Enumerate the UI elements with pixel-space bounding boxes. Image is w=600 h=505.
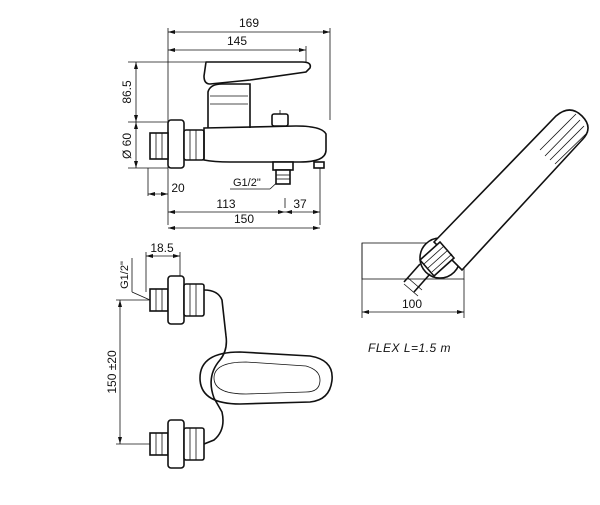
- dim-lever-reach: 145: [227, 34, 247, 48]
- dim-spout-length: 150: [234, 212, 254, 226]
- dim-spout-tip: 37: [293, 197, 307, 211]
- dim-wall-offset: 18.5: [150, 241, 174, 255]
- hose-note: FLEX L=1.5 m: [368, 341, 451, 355]
- dim-height-top: 86.5: [120, 80, 134, 104]
- dim-diameter: Ø 60: [120, 133, 134, 159]
- dim-holder-width: 100: [402, 297, 422, 311]
- mixer-front-view: 18.5 G1/2" 150 ±20: [105, 241, 333, 469]
- label-thread-side: G1/2": [119, 261, 131, 289]
- dim-center-distance: 150 ±20: [105, 350, 119, 394]
- label-thread-top: G1/2": [233, 177, 261, 189]
- dim-overall-width: 169: [239, 16, 259, 30]
- dim-spout-offset: 113: [216, 197, 235, 211]
- mixer-side-view: 169 145 86.5 Ø 60 20 G1/2" 113 37: [120, 16, 331, 230]
- dim-wall-depth: 20: [171, 181, 185, 195]
- hand-shower-view: 100: [361, 109, 589, 318]
